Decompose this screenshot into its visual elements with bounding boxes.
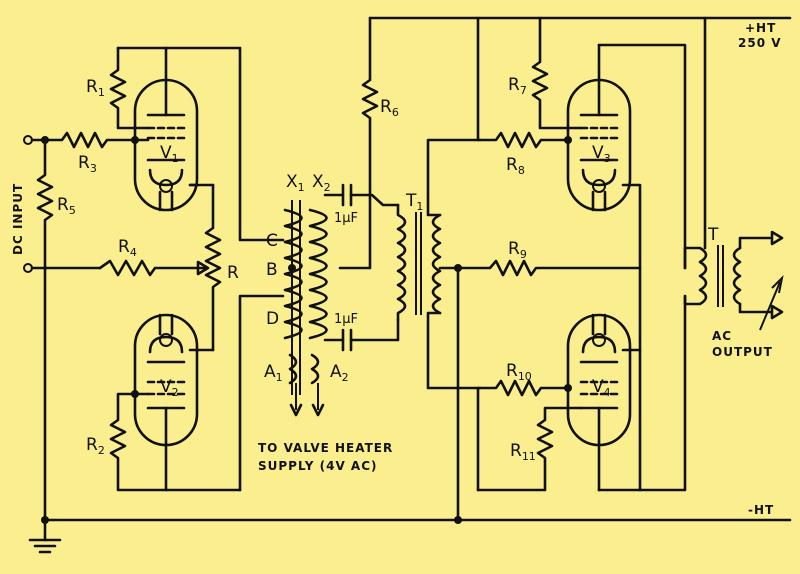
r3-label: R3: [78, 153, 97, 175]
valve-v1: [133, 46, 199, 212]
resistor-r9: [456, 259, 642, 277]
ac-output-label-line1: AC: [712, 329, 732, 343]
r9-label: R9: [508, 239, 527, 261]
v1-plate-wire: [238, 46, 285, 242]
cathode-bus: [621, 183, 642, 492]
heater-label-line2: SUPPLY (4V AC): [258, 459, 378, 473]
r1-label: R1: [86, 77, 105, 99]
r5-label: R5: [57, 195, 76, 217]
r11-label: R11: [510, 441, 536, 463]
valve-v3: [566, 43, 632, 212]
ground-icon: [28, 518, 62, 554]
a2-label: A2: [330, 362, 349, 384]
heater-label-line1: TO VALVE HEATER: [258, 441, 393, 455]
heater-coil-a1: [288, 353, 303, 417]
resistor-r4: [98, 259, 210, 277]
cap-top-label: 1μF: [334, 211, 358, 226]
r6-label: R6: [380, 97, 399, 119]
transformer-t-output: [683, 230, 784, 331]
valve-v4: [566, 313, 632, 492]
t1-label: T1: [405, 191, 423, 213]
r8-label: R8: [506, 155, 525, 177]
a1-label: A1: [264, 362, 283, 384]
choke-x1-x2: [283, 200, 328, 395]
tap-d-label: D: [266, 309, 279, 329]
r10-label: R10: [506, 361, 532, 383]
r7-label: R7: [508, 75, 527, 97]
v4-label: V4: [592, 377, 611, 399]
valve-v2: [133, 313, 199, 492]
t-output-label: T: [707, 225, 719, 245]
resistor-r11: [476, 406, 583, 492]
pot-label: R: [227, 263, 239, 283]
resistor-r6: [338, 16, 379, 270]
resistor-r7: [531, 16, 583, 130]
dc-input-label: DC INPUT: [11, 183, 25, 255]
v2-plate-wire: [238, 294, 285, 492]
cap-bottom-label: 1μF: [334, 312, 358, 327]
v2-label: V2: [160, 377, 179, 399]
x1-label: X1: [286, 172, 305, 194]
heater-coil-a2: [310, 353, 325, 417]
capacitor-bottom: [323, 318, 400, 352]
r4-label: R4: [118, 237, 137, 259]
tap-b-label: B: [266, 260, 278, 280]
ht-plus-label-line2: 250 V: [738, 36, 782, 50]
ht-minus-label: -HT: [748, 503, 774, 517]
capacitor-top: [323, 183, 400, 207]
minus-rail-node: [454, 516, 462, 524]
v3-plate-wire: [597, 43, 687, 270]
resistor-r1: [109, 46, 242, 130]
r2-label: R2: [86, 435, 105, 457]
x2-label: X2: [312, 172, 331, 194]
v3-label: V3: [592, 143, 611, 165]
transformer-t1: [396, 138, 482, 390]
v1-label: V1: [160, 143, 179, 165]
tap-c-label: C: [266, 231, 278, 251]
ht-plus-label-line1: +HT: [745, 21, 776, 35]
v4-plate-wire: [597, 294, 687, 492]
ac-output-label-line2: OUTPUT: [712, 345, 773, 359]
